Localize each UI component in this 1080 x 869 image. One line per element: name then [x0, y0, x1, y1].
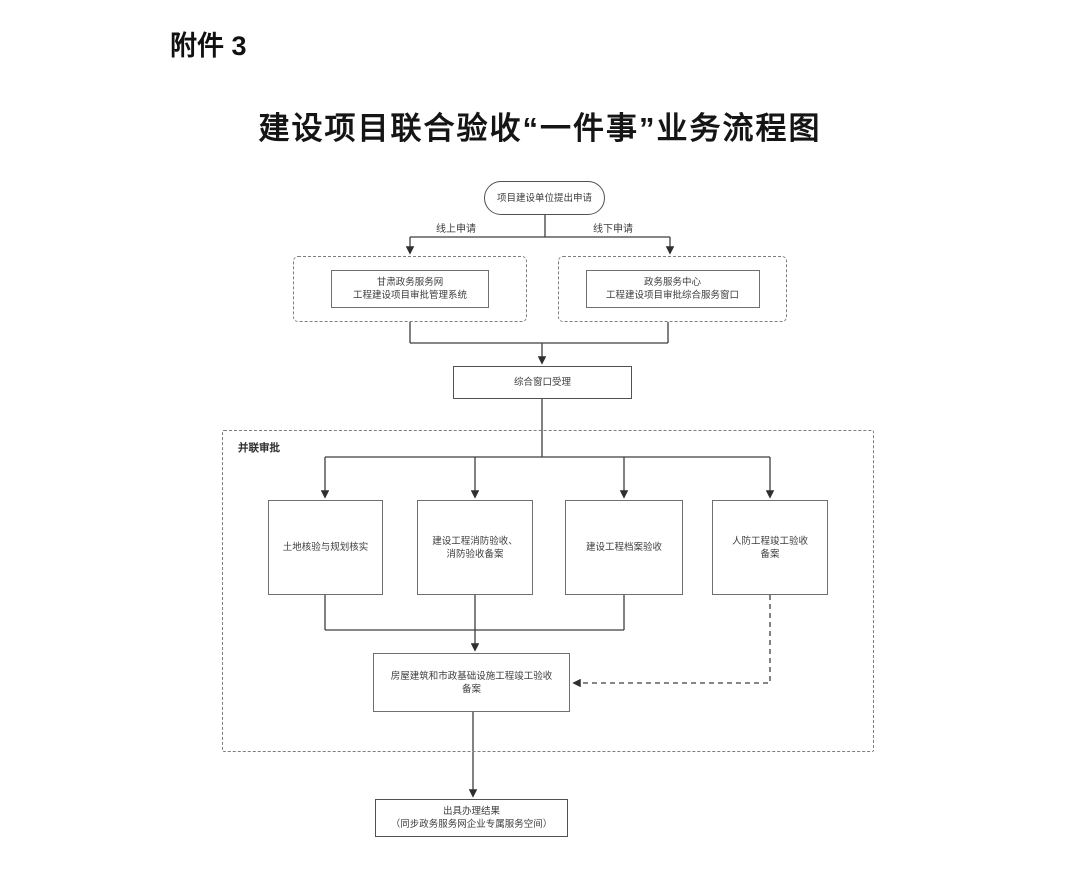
completion-filing-line1: 房屋建筑和市政基础设施工程竣工验收 — [390, 670, 553, 682]
intake-label: 综合窗口受理 — [513, 377, 571, 388]
online-system-line2: 工程建设项目审批管理系统 — [352, 290, 467, 301]
parallel-approval-group: 并联审批 — [222, 430, 874, 752]
intake-box: 综合窗口受理 — [453, 366, 632, 399]
task-fire-line2: 消防验收备案 — [446, 548, 504, 560]
page-title: 建设项目联合验收“一件事”业务流程图 — [258, 111, 822, 146]
result-box: 出具办理结果 （同步政务服务网企业专属服务空间） — [375, 799, 568, 837]
task-civil-defense-line2: 备案 — [760, 548, 780, 560]
start-node: 项目建设单位提出申请 — [484, 181, 605, 215]
completion-filing-box: 房屋建筑和市政基础设施工程竣工验收 备案 — [373, 653, 570, 712]
task-land-line1: 土地核验与规划核实 — [282, 542, 369, 553]
task-fire-line1: 建设工程消防验收、 — [432, 535, 518, 547]
offline-window-line2: 工程建设项目审批综合服务窗口 — [605, 290, 739, 301]
online-channel-container: 甘肃政务服务网 工程建设项目审批管理系统 — [293, 256, 527, 322]
task-box-civil-defense: 人防工程竣工验收 备案 — [712, 500, 828, 595]
offline-apply-label: 线下申请 — [593, 224, 633, 235]
result-line1: 出具办理结果 — [442, 806, 500, 817]
task-box-fire-acceptance: 建设工程消防验收、 消防验收备案 — [417, 500, 533, 595]
task-archives-line1: 建设工程档案验收 — [585, 542, 662, 553]
offline-window-line1: 政务服务中心 — [643, 277, 701, 288]
result-line2: （同步政务服务网企业专属服务空间） — [390, 819, 553, 830]
offline-window-box: 政务服务中心 工程建设项目审批综合服务窗口 — [585, 270, 760, 308]
task-box-land-check: 土地核验与规划核实 — [268, 500, 383, 595]
start-node-label: 项目建设单位提出申请 — [496, 192, 592, 204]
completion-filing-line2: 备案 — [461, 683, 481, 695]
offline-channel-container: 政务服务中心 工程建设项目审批综合服务窗口 — [558, 256, 787, 322]
online-system-line1: 甘肃政务服务网 — [376, 277, 444, 288]
task-box-archives-acceptance: 建设工程档案验收 — [565, 500, 683, 595]
online-apply-label: 线上申请 — [436, 224, 476, 235]
attachment-label: 附件 3 — [170, 31, 247, 61]
parallel-group-label: 并联审批 — [238, 442, 280, 454]
online-system-box: 甘肃政务服务网 工程建设项目审批管理系统 — [331, 270, 489, 308]
task-civil-defense-line1: 人防工程竣工验收 — [731, 535, 808, 547]
